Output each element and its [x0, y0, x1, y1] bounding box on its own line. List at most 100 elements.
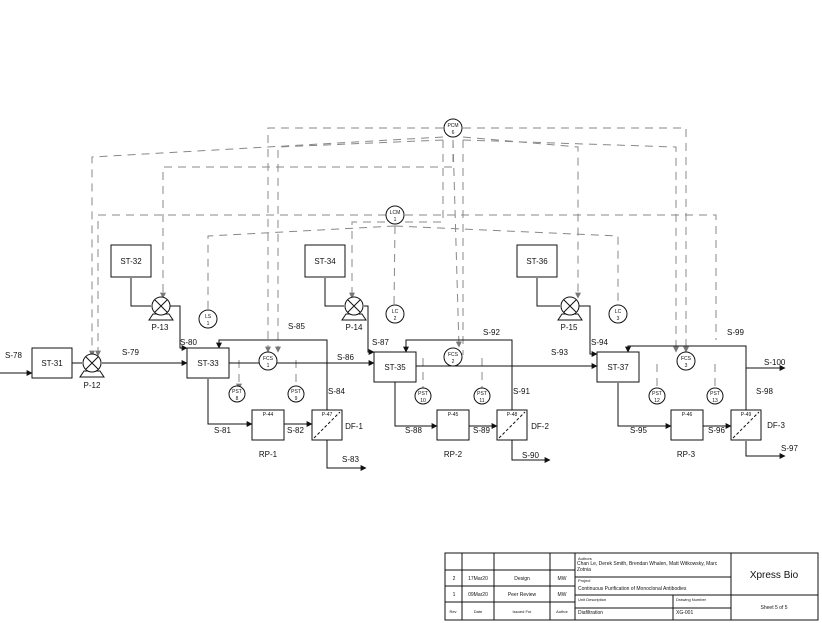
instrument-lcm-1: LCM 1 [385, 205, 405, 225]
stream-label: S-81 [214, 426, 231, 435]
svg-text:FCS: FCS [681, 356, 692, 362]
svg-text:10: 10 [420, 398, 426, 404]
sheet-number: Sheet 5 of 5 [761, 605, 788, 611]
svg-text:PST: PST [418, 391, 428, 397]
svg-text:8: 8 [236, 396, 239, 402]
svg-text:P-47: P-47 [322, 412, 333, 418]
svg-text:P-48: P-48 [507, 412, 518, 418]
svg-text:FCS: FCS [263, 356, 274, 362]
stream-label: S-95 [630, 426, 647, 435]
author-header: Author [556, 609, 568, 614]
tank-st-32: ST-32 [110, 244, 152, 278]
stream-label: S-91 [513, 387, 530, 396]
svg-text:P-12: P-12 [84, 381, 101, 390]
svg-text:RP-3: RP-3 [677, 450, 696, 459]
instrument-pst-13: PST 13 [706, 387, 724, 405]
svg-text:PST: PST [652, 391, 662, 397]
svg-text:6: 6 [452, 130, 455, 136]
instrument-pst-11: PST 11 [473, 387, 491, 405]
date-header: Date [474, 609, 483, 614]
tank-st-34: ST-34 [304, 244, 346, 278]
pump-p-12: P-12 [79, 353, 105, 390]
stream-label: S-86 [337, 353, 354, 362]
stream-labels: S-78 S-79 S-80 S-81 S-82 S-83 S-84 S-85 … [5, 322, 798, 464]
svg-text:11: 11 [479, 398, 484, 404]
stream-label: S-79 [122, 348, 139, 357]
svg-text:ST-32: ST-32 [120, 257, 142, 266]
issued-cell: Design [514, 576, 530, 582]
instrument-pst-10: PST 10 [414, 387, 432, 405]
stream-label: S-98 [756, 387, 773, 396]
svg-text:RP-2: RP-2 [444, 450, 463, 459]
reactor-p-45: P-45 RP-2 [436, 409, 470, 459]
tank-st-37: ST-37 [596, 351, 640, 383]
svg-text:13: 13 [712, 398, 718, 404]
svg-text:PST: PST [232, 389, 242, 395]
reactor-p-46: P-46 RP-3 [670, 409, 704, 459]
stream-label: S-100 [764, 358, 786, 367]
author-cell: MW [558, 576, 567, 582]
authors-value: Chan Le, Derek Smith, Brendan Whalen, Ma… [577, 561, 718, 573]
instrument-pst-8: PST 8 [228, 385, 246, 403]
instrument-fcs-3: FCS 3 [676, 351, 696, 371]
filter-p-49: P-49 DF-3 [730, 409, 785, 441]
svg-text:1: 1 [267, 363, 270, 369]
tank-st-33: ST-33 [186, 347, 230, 379]
authors-label: Authors [578, 556, 592, 561]
svg-text:P-46: P-46 [682, 412, 693, 418]
svg-text:ST-36: ST-36 [526, 257, 548, 266]
svg-text:RP-1: RP-1 [259, 450, 278, 459]
svg-text:ST-35: ST-35 [384, 363, 406, 372]
instrument-fcs-2: FCS 2 [443, 347, 463, 367]
issued-cell: Peer Review [508, 592, 537, 598]
svg-text:FCS: FCS [448, 352, 459, 358]
company-name: Xpress Bio [750, 570, 799, 581]
pump-p-14: P-14 [341, 296, 367, 332]
instrument-pst-9: PST 9 [287, 385, 305, 403]
rev-header: Rev [449, 609, 456, 614]
svg-text:2: 2 [394, 316, 397, 322]
svg-text:P-44: P-44 [263, 412, 274, 418]
instrument-pcm-6: PCM 6 [443, 118, 463, 138]
date-cell: 17Mar20 [468, 576, 488, 582]
svg-text:3: 3 [685, 363, 688, 369]
svg-text:LC: LC [615, 309, 622, 315]
svg-text:2: 2 [452, 359, 455, 365]
stream-label: S-99 [727, 328, 744, 337]
reactor-p-44: P-44 RP-1 [251, 409, 285, 459]
stream-label: S-88 [405, 426, 422, 435]
drawing-value: XG-001 [676, 610, 693, 616]
unit-value: Diafiltration [578, 610, 603, 616]
project-label: Project [578, 578, 591, 583]
stream-label: S-94 [591, 338, 608, 347]
instrument-ls-1: LS 1 [198, 309, 218, 329]
instrument-lc-2: LC 2 [385, 304, 405, 324]
process-lines [0, 278, 786, 471]
stream-label: S-78 [5, 351, 22, 360]
stream-label: S-90 [522, 451, 539, 460]
stream-label: S-82 [287, 426, 304, 435]
svg-text:DF-1: DF-1 [345, 422, 363, 431]
tank-st-36: ST-36 [516, 244, 558, 278]
svg-text:P-49: P-49 [741, 412, 752, 418]
svg-text:ST-31: ST-31 [41, 359, 63, 368]
filter-p-47: P-47 DF-1 [311, 409, 363, 441]
stream-label: S-93 [551, 348, 568, 357]
svg-text:ST-33: ST-33 [197, 359, 219, 368]
pump-p-15: P-15 [557, 296, 583, 332]
svg-text:PCM: PCM [447, 123, 458, 129]
stream-label: S-96 [708, 426, 725, 435]
svg-text:LS: LS [205, 314, 212, 320]
svg-text:P-14: P-14 [346, 323, 363, 332]
instrument-lc-3: LC 3 [608, 304, 628, 324]
author-cell: MW [558, 592, 567, 598]
svg-text:PST: PST [477, 391, 487, 397]
drawing-label: Drawing Number [676, 597, 707, 602]
stream-label: S-85 [288, 322, 305, 331]
stream-label: S-92 [483, 328, 500, 337]
date-cell: 09Mar20 [468, 592, 488, 598]
svg-text:ST-34: ST-34 [314, 257, 336, 266]
svg-text:P-13: P-13 [152, 323, 169, 332]
tank-st-31: ST-31 [31, 347, 73, 379]
